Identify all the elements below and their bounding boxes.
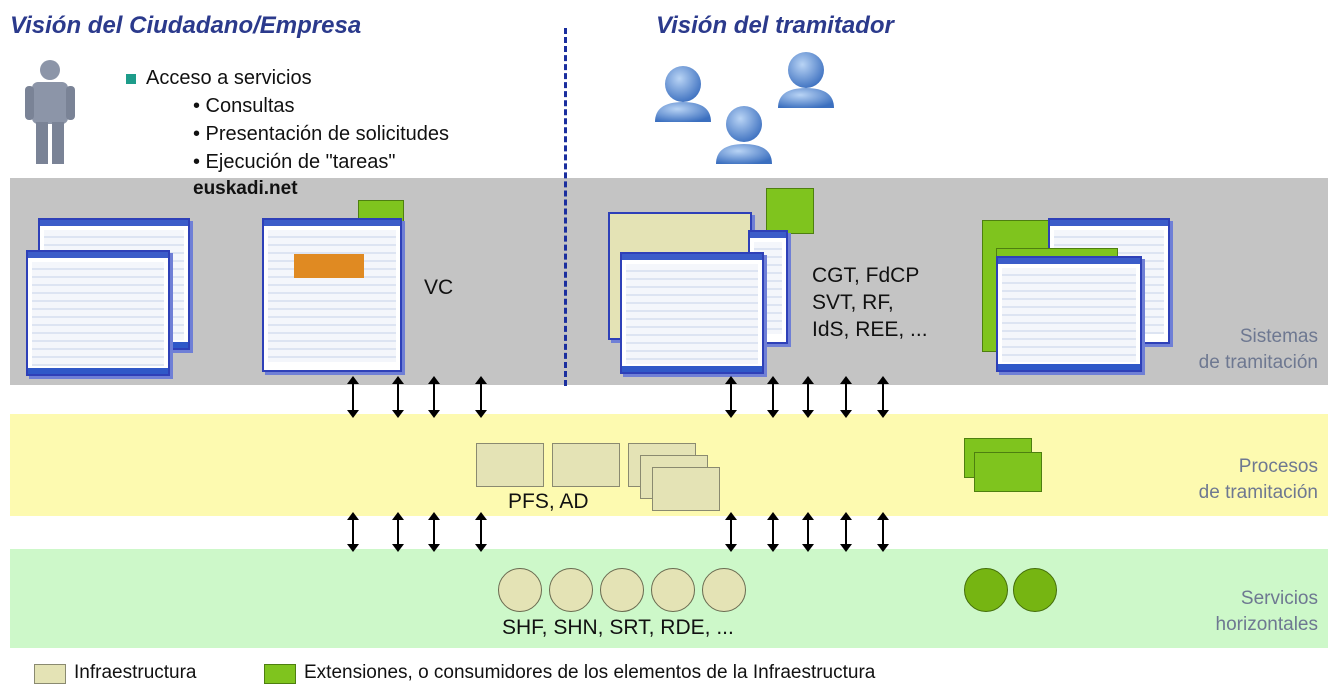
services-label-line-1: Servicios — [1240, 588, 1318, 609]
legend-extension-label: Extensiones, o consumidores de los eleme… — [304, 662, 876, 683]
systems-extension-box — [766, 188, 814, 234]
processor-window-front — [620, 252, 764, 374]
process-box-1 — [476, 443, 544, 487]
double-arrow-icon — [347, 512, 359, 552]
process-box-3c — [652, 467, 720, 511]
systems-list-line-3: IdS, REE, ... — [812, 318, 928, 341]
horizontal-service-circle — [498, 568, 542, 612]
processes-label-line-2: de tramitación — [1198, 482, 1318, 503]
bullet-square-icon — [126, 74, 136, 84]
horizontal-service-circle — [651, 568, 695, 612]
systems-label-line-1: Sistemas — [1239, 326, 1318, 347]
double-arrow-icon — [840, 512, 852, 552]
extension-window-front — [996, 256, 1142, 372]
horizontal-extension-circle — [964, 568, 1008, 612]
double-arrow-icon — [428, 376, 440, 418]
portal-window-front — [26, 250, 170, 376]
double-arrow-icon — [767, 512, 779, 552]
double-arrow-icon — [767, 376, 779, 418]
systems-list-line-2: SVT, RF, — [812, 291, 894, 314]
citizen-vision-title: Visión del Ciudadano/Empresa — [10, 12, 362, 39]
users-group-icon — [655, 52, 834, 164]
legend-extension-swatch — [264, 664, 296, 684]
vc-window — [262, 218, 402, 372]
services-heading: Acceso a servicios — [146, 67, 312, 89]
processes-label-line-1: Procesos — [1238, 456, 1318, 477]
systems-label-line-2: de tramitación — [1198, 352, 1318, 373]
person-icon — [25, 60, 75, 164]
legend-infra-label: Infraestructura — [74, 662, 197, 683]
portal-label: euskadi.net — [193, 178, 298, 199]
double-arrow-icon — [475, 376, 487, 418]
systems-list: CGT, FdCP SVT, RF, IdS, REE, ... — [812, 262, 928, 343]
horizontal-extension-circle — [1013, 568, 1057, 612]
systems-list-line-1: CGT, FdCP — [812, 264, 920, 287]
service-item-consultas: • Consultas — [193, 95, 295, 117]
double-arrow-icon — [802, 512, 814, 552]
double-arrow-icon — [392, 376, 404, 418]
process-extension-front — [974, 452, 1042, 492]
services-band-label: Servicios horizontales — [1216, 586, 1318, 638]
service-item-tareas: • Ejecución de "tareas" — [193, 151, 396, 173]
double-arrow-icon — [428, 512, 440, 552]
double-arrow-icon — [725, 376, 737, 418]
horizontal-services-label: SHF, SHN, SRT, RDE, ... — [502, 616, 734, 639]
double-arrow-icon — [347, 376, 359, 418]
services-label-line-2: horizontales — [1215, 614, 1318, 635]
process-box-2 — [552, 443, 620, 487]
processor-vision-title: Visión del tramitador — [656, 12, 894, 39]
service-item-solicitudes: • Presentación de solicitudes — [193, 123, 450, 145]
double-arrow-icon — [802, 376, 814, 418]
horizontal-service-circle — [702, 568, 746, 612]
double-arrow-icon — [725, 512, 737, 552]
double-arrow-icon — [392, 512, 404, 552]
double-arrow-icon — [475, 512, 487, 552]
double-arrow-icon — [877, 512, 889, 552]
vc-label: VC — [424, 276, 454, 299]
processes-band-label: Procesos de tramitación — [1199, 454, 1318, 506]
double-arrow-icon — [877, 376, 889, 418]
vision-divider — [564, 28, 567, 386]
horizontal-service-circle — [549, 568, 593, 612]
horizontal-service-circle — [600, 568, 644, 612]
double-arrow-icon — [840, 376, 852, 418]
process-label: PFS, AD — [508, 490, 589, 513]
legend-infra-swatch — [34, 664, 66, 684]
systems-band-label: Sistemas de tramitación — [1199, 324, 1318, 376]
